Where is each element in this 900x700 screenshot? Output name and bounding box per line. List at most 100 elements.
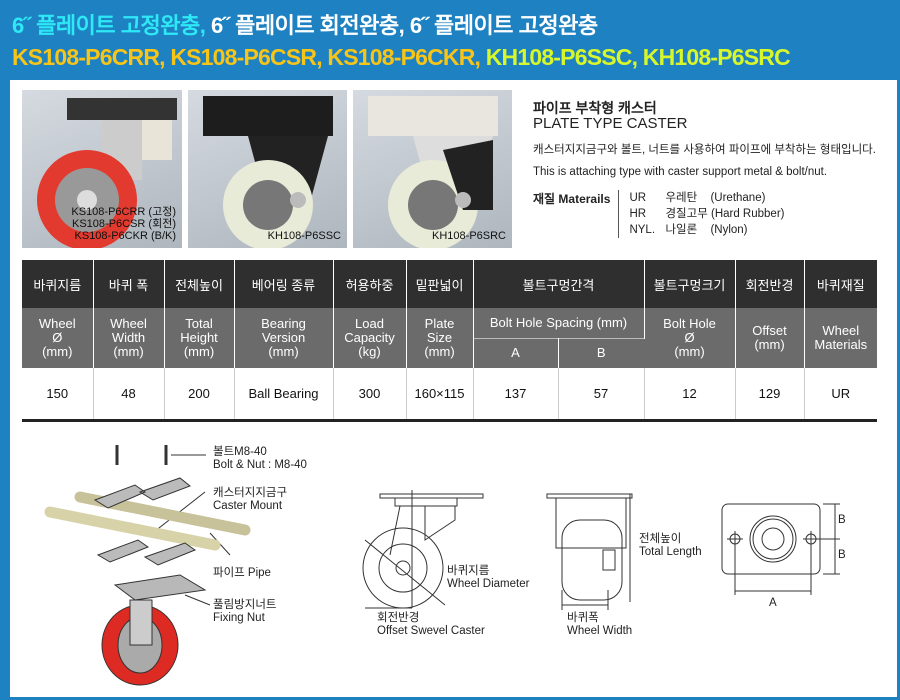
materials-label: 재질 Materails	[533, 190, 620, 238]
header-ko: 볼트구멍간격	[473, 260, 645, 308]
header-en: Bolt Hole Ø (mm)	[644, 308, 736, 368]
pipe-label: 파이프 Pipe	[213, 567, 271, 579]
cell: 137	[473, 368, 559, 422]
header-ko: 베어링 종류	[234, 260, 334, 308]
material-code: UR	[629, 192, 647, 204]
dim-a-label: A	[769, 597, 777, 609]
page-title: 6˝ 플레이트 고정완충, 6˝ 플레이트 회전완충, 6˝ 플레이트 고정완충	[12, 8, 790, 40]
header-en: Bolt Hole Spacing (mm)	[473, 308, 645, 338]
material-en: (Urethane)	[710, 192, 766, 204]
header-ko: 바퀴재질	[804, 260, 878, 308]
title-part1: 6˝ 플레이트 고정완충,	[12, 13, 206, 38]
sub-header-b: B	[558, 337, 645, 368]
header-ko: 볼트구멍크기	[644, 260, 736, 308]
dim-b-label: B	[838, 514, 846, 526]
header-ko: 허용하중	[333, 260, 407, 308]
mount-label-en: Caster Mount	[213, 500, 283, 512]
sub-header-a: A	[473, 337, 559, 368]
title-part2: 6˝ 플레이트 회전완충, 6˝ 플레이트 고정완충	[205, 13, 598, 38]
height-label-en: Total Length	[639, 546, 702, 558]
cell: 12	[644, 368, 736, 422]
material-en: (Hard Rubber)	[710, 208, 785, 220]
diameter-label-en: Wheel Diameter	[447, 578, 530, 590]
info-desc-ko: 캐스터지지금구와 볼트, 너트를 사용하여 파이프에 부착하는 형태입니다.	[533, 144, 876, 156]
nut-label-en: Fixing Nut	[213, 612, 265, 624]
width-label-en: Wheel Width	[567, 625, 633, 637]
bolt-label-ko: 볼트M8-40	[213, 446, 267, 458]
model-list: KS108-P6CRR, KS108-P6CSR, KS108-P6CKR, K…	[12, 44, 791, 71]
bolt-label-en: Bolt & Nut : M8-40	[213, 459, 307, 471]
cell: 160×115	[406, 368, 474, 422]
material-ko: 우레탄	[665, 192, 698, 204]
top-view-drawing	[721, 503, 840, 595]
offset-label-en: Offset Swevel Caster	[377, 625, 485, 637]
front-view-drawing	[546, 493, 633, 610]
side-view-drawing	[362, 490, 484, 609]
photo-label: KH108-P6SSC	[267, 230, 341, 242]
header-en: Load Capacity (kg)	[333, 308, 407, 368]
cell: UR	[804, 368, 878, 422]
materials: 재질 Materails UR 우레탄 (Urethane) HR 경질고무 (Har…	[533, 190, 876, 238]
material-row: UR 우레탄 (Urethane)	[629, 190, 784, 206]
info-title-ko: 파이프 부착형 캐스터	[533, 100, 657, 116]
caster-image	[203, 96, 333, 248]
photo-label: KS108-P6CKR (B/K)	[74, 230, 176, 242]
header-en: Wheel Width (mm)	[93, 308, 165, 368]
photo-label: KS108-P6CRR (고정)	[71, 206, 176, 218]
product-photo-ssc: KH108-P6SSC	[188, 90, 347, 248]
models-kh: KH108-P6SSC, KH108-P6SRC	[480, 44, 791, 70]
spec-table: 바퀴지름 바퀴 폭 전체높이 베어링 종류 허용하중 밑판넓이 볼트구멍간격 볼…	[22, 260, 878, 422]
width-label-ko: 바퀴폭	[567, 612, 599, 624]
offset-label-ko: 회전반경	[377, 612, 420, 624]
material-code: NYL.	[629, 224, 656, 236]
models-ks: KS108-P6CRR, KS108-P6CSR, KS108-P6CKR,	[12, 44, 481, 70]
product-photo-src: KH108-P6SRC	[353, 90, 512, 248]
red-caster-image	[37, 98, 177, 248]
caster-image	[368, 96, 498, 248]
header-en: Total Height (mm)	[164, 308, 235, 368]
photo-label: KH108-P6SRC	[432, 230, 506, 242]
assembly-diagram	[44, 445, 251, 686]
header-en: Wheel Ø (mm)	[22, 308, 94, 368]
header-ko: 회전반경	[735, 260, 805, 308]
header-en: Offset (mm)	[735, 308, 805, 368]
cell: 300	[333, 368, 407, 422]
header-ko: 밑판넓이	[406, 260, 474, 308]
cell: 48	[93, 368, 165, 422]
header-ko: 바퀴 폭	[93, 260, 165, 308]
mount-label-ko: 캐스터지지금구	[213, 487, 288, 499]
product-info: 파이프 부착형 캐스터 PLATE TYPE CASTER 캐스터지지금구와 볼…	[533, 100, 876, 238]
cell: 129	[735, 368, 805, 422]
dim-b-label: B	[838, 549, 846, 561]
header-en: Plate Size (mm)	[406, 308, 474, 368]
header-ko: 전체높이	[164, 260, 235, 308]
header-ko: 바퀴지름	[22, 260, 94, 308]
material-ko: 나일론	[665, 224, 698, 236]
header: 6˝ 플레이트 고정완충, 6˝ 플레이트 회전완충, 6˝ 플레이트 고정완충…	[12, 8, 791, 71]
material-code: HR	[629, 208, 647, 220]
info-desc-en: This is attaching type with caster suppo…	[533, 166, 828, 178]
diameter-label-ko: 바퀴지름	[447, 565, 490, 577]
material-en: (Nylon)	[710, 224, 748, 236]
cell: Ball Bearing	[234, 368, 334, 422]
info-title-en: PLATE TYPE CASTER	[533, 115, 688, 132]
material-ko: 경질고무	[665, 208, 708, 220]
nut-label-ko: 풀림방지너트	[213, 599, 277, 611]
cell: 150	[22, 368, 94, 422]
cell: 57	[558, 368, 645, 422]
photo-label: KS108-P6CSR (회전)	[72, 218, 176, 230]
cell: 200	[164, 368, 235, 422]
header-en: Wheel Materials	[804, 308, 878, 368]
table-row: 150 48 200 Ball Bearing 300 160×115 137 …	[22, 368, 878, 422]
product-photo-ks: KS108-P6CRR (고정)KS108-P6CSR (회전)KS108-P6…	[22, 90, 182, 248]
header-en: Bearing Version (mm)	[234, 308, 334, 368]
height-label-ko: 전체높이	[639, 533, 682, 545]
material-row: NYL. 나일론 (Nylon)	[629, 222, 784, 238]
